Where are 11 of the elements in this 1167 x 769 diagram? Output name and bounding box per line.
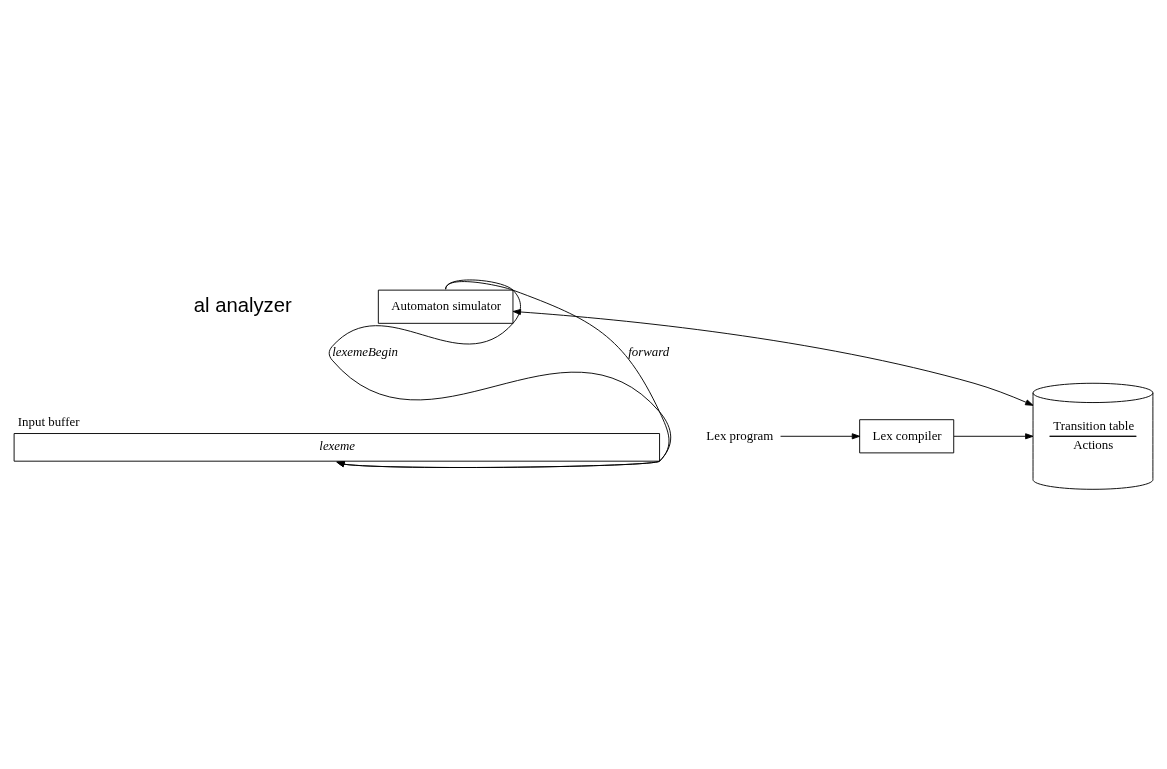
arrow	[780, 433, 861, 440]
node-label: Input buffer	[17, 415, 80, 430]
edge-label: forward	[628, 344, 670, 359]
node-box: lexeme	[13, 433, 661, 462]
node-text: Lex program	[706, 428, 774, 443]
arrow	[953, 433, 1034, 440]
label: al analyzer	[193, 293, 292, 316]
node-box: Lex compiler	[859, 419, 955, 454]
edge-label: lexemeBegin	[332, 344, 399, 359]
arrow	[512, 308, 1034, 406]
node-box: Automaton simulator	[377, 289, 514, 324]
